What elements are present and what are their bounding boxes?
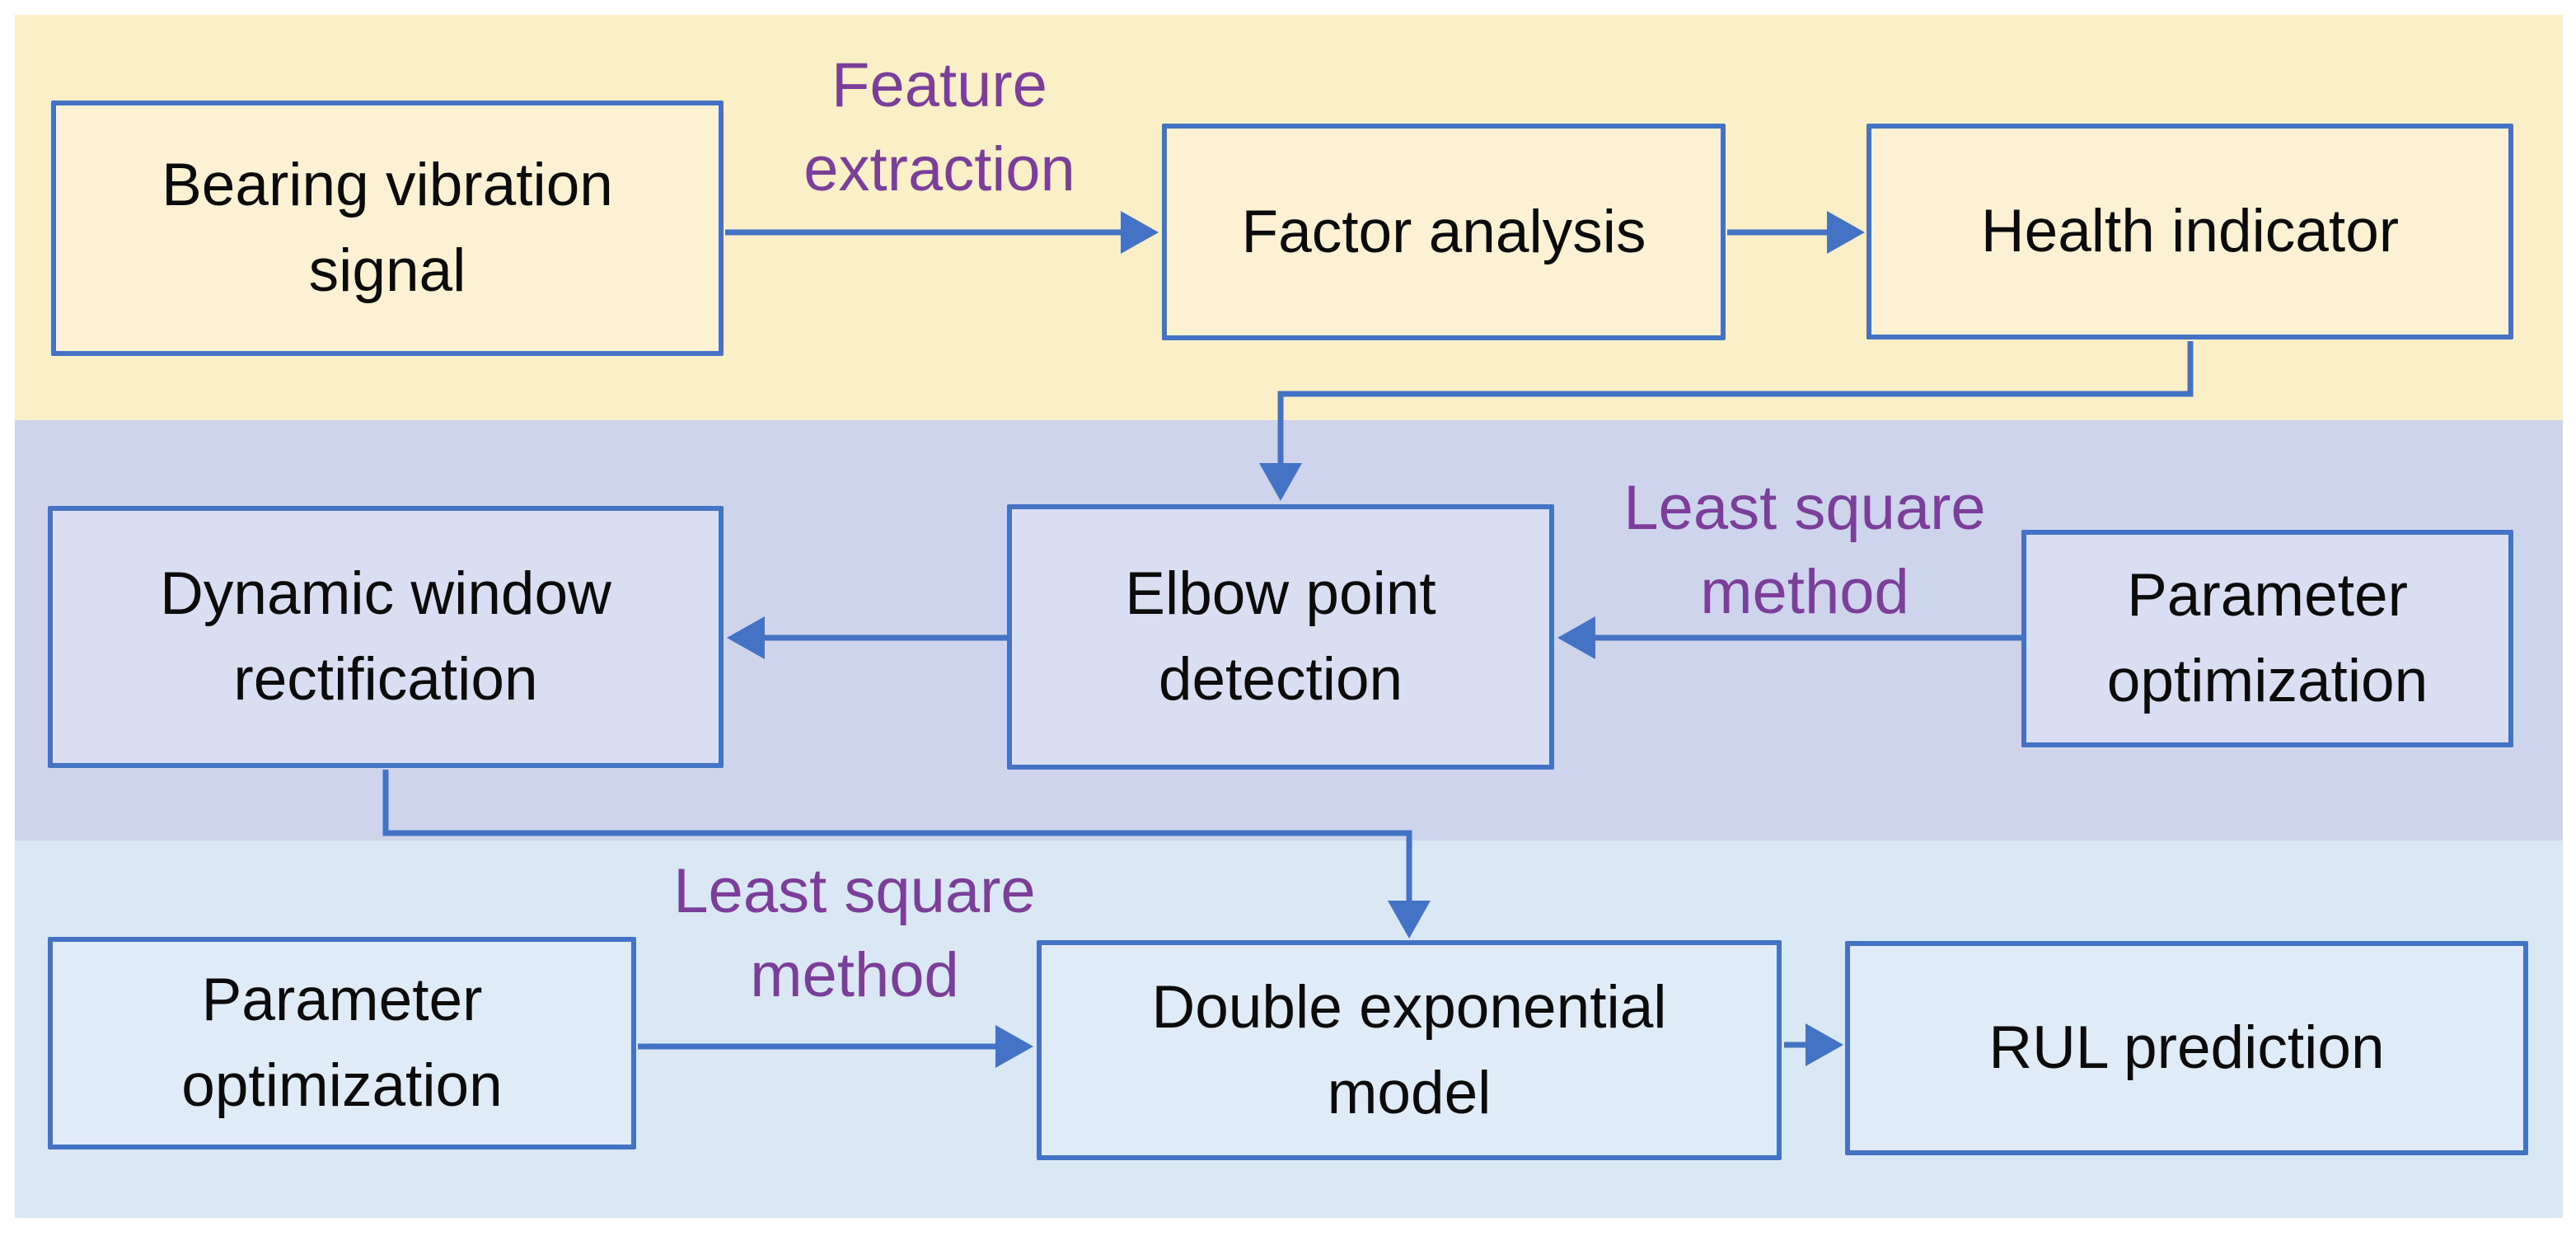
edge-label-line: method xyxy=(1700,557,1909,627)
node-label-line: RUL prediction xyxy=(1988,1014,2385,1081)
edge-label-line: Least square xyxy=(673,856,1036,926)
node-health-indicator: Health indicator xyxy=(1866,124,2513,339)
node-label-line: Bearing vibration xyxy=(162,152,613,218)
edge-label-least-square-method-middle: Least square method xyxy=(1549,466,2060,634)
node-label-line: optimization xyxy=(2106,648,2428,714)
edge-label-least-square-method-bottom: Least square method xyxy=(599,850,1110,1018)
node-label-line: Parameter xyxy=(2127,562,2408,629)
node-label-line: Factor analysis xyxy=(1241,198,1646,265)
node-label-line: rectification xyxy=(233,646,538,713)
node-factor-analysis: Factor analysis xyxy=(1162,124,1726,340)
node-label-line: signal xyxy=(308,237,466,304)
node-label-line: model xyxy=(1327,1059,1492,1126)
edge-label-line: Least square xyxy=(1623,473,1986,543)
node-label-line: Dynamic window xyxy=(160,560,611,627)
edge-label-line: extraction xyxy=(803,134,1075,204)
node-parameter-optimization-middle: Parameter optimization xyxy=(2021,530,2513,747)
node-label-line: Parameter xyxy=(201,967,483,1033)
node-double-exponential-model: Double exponential model xyxy=(1037,940,1782,1160)
node-label-line: detection xyxy=(1158,646,1403,713)
node-label-line: Double exponential xyxy=(1151,973,1667,1041)
node-elbow-point-detection: Elbow point detection xyxy=(1007,504,1554,770)
node-label-line: Health indicator xyxy=(1980,198,2400,265)
node-dynamic-window-rectification: Dynamic window rectification xyxy=(48,506,724,768)
node-label-line: optimization xyxy=(181,1052,503,1119)
node-parameter-optimization-bottom: Parameter optimization xyxy=(48,937,636,1149)
edge-label-feature-extraction: Feature extraction xyxy=(692,44,1187,212)
node-label-line: Elbow point xyxy=(1125,560,1436,627)
edge-label-line: Feature xyxy=(831,50,1047,120)
edge-label-line: method xyxy=(750,940,959,1010)
node-bearing-vibration-signal: Bearing vibration signal xyxy=(51,101,724,356)
node-rul-prediction: RUL prediction xyxy=(1845,941,2528,1155)
